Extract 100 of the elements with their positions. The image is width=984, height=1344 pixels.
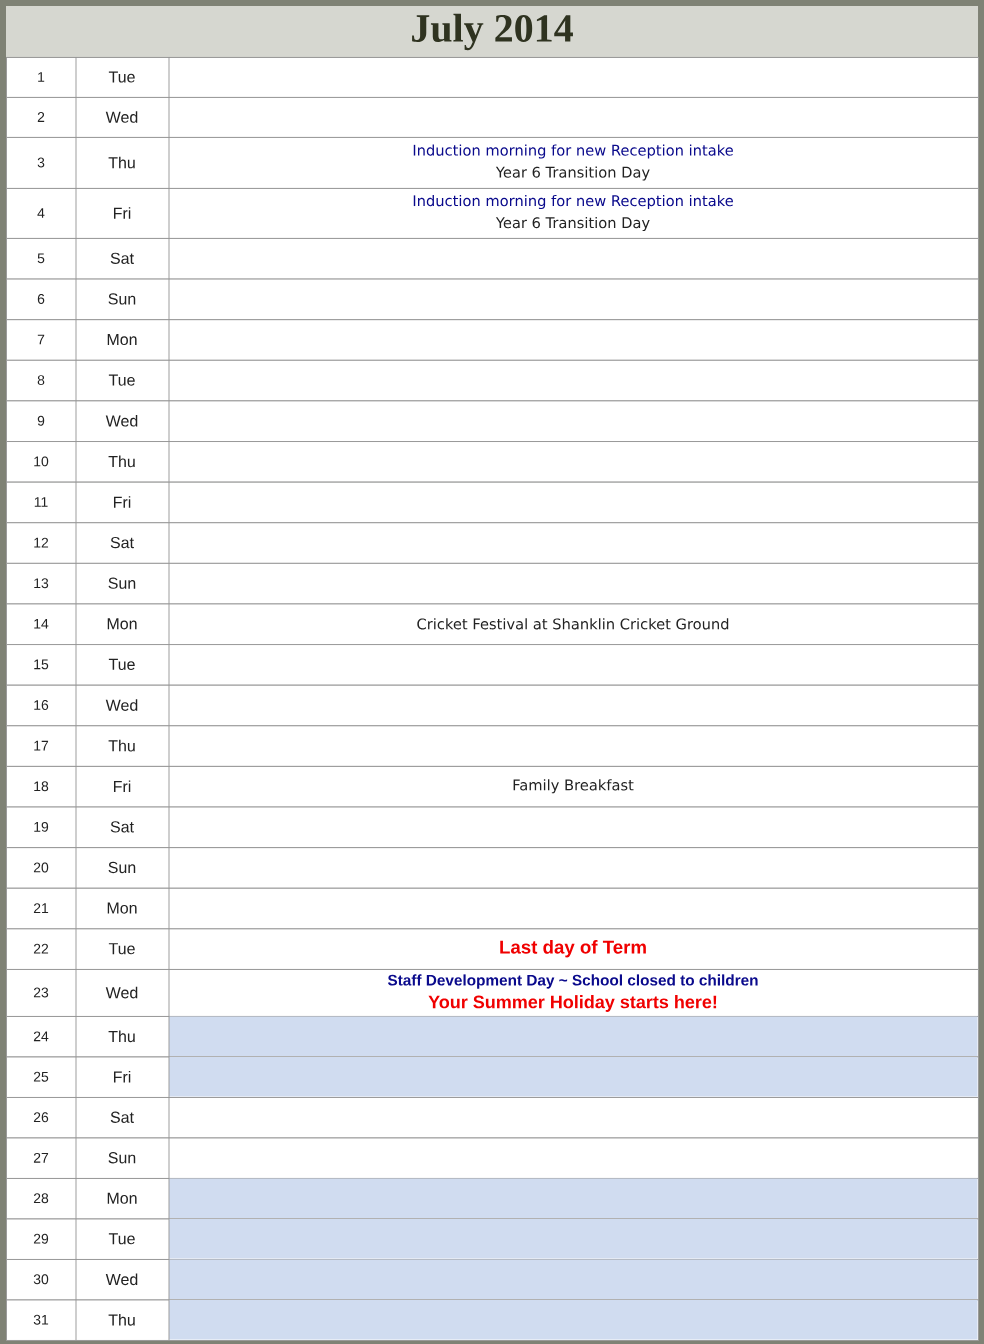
event-text: Year 6 Transition Day bbox=[495, 166, 650, 181]
table-row bbox=[6, 278, 979, 321]
day-number: 20 bbox=[33, 862, 49, 873]
day-number: 12 bbox=[34, 537, 49, 548]
table-row bbox=[6, 96, 979, 138]
day-number: 17 bbox=[34, 740, 49, 751]
day-number: 8 bbox=[37, 375, 45, 386]
weekday: Fri bbox=[114, 496, 131, 508]
table-row bbox=[6, 399, 979, 442]
table-row bbox=[6, 440, 979, 483]
day-number: 11 bbox=[34, 497, 48, 507]
title-band: July 2014 bbox=[6, 6, 978, 57]
day-number: 6 bbox=[37, 293, 45, 304]
weekday: Fri bbox=[114, 207, 131, 219]
weekday: Sun bbox=[108, 577, 136, 589]
table-row bbox=[6, 481, 979, 524]
day-number: 22 bbox=[33, 943, 49, 954]
day-number: 28 bbox=[33, 1193, 49, 1204]
day-number: 9 bbox=[37, 415, 45, 426]
event-text: Year 6 Transition Day bbox=[495, 216, 650, 232]
weekday: Sun bbox=[108, 1152, 136, 1164]
table-row bbox=[6, 1177, 979, 1220]
table-row bbox=[6, 927, 979, 970]
day-number: 16 bbox=[34, 700, 49, 710]
day-number: 30 bbox=[33, 1274, 49, 1285]
weekday: Tue bbox=[108, 71, 135, 83]
weekday: Wed bbox=[105, 699, 138, 711]
table-row bbox=[6, 684, 979, 727]
day-number: 14 bbox=[34, 619, 49, 629]
table-row bbox=[6, 187, 979, 239]
weekday: Tue bbox=[108, 658, 135, 670]
event-text: Your Summer Holiday starts here! bbox=[428, 995, 717, 1012]
weekday: Sun bbox=[108, 861, 136, 874]
table-row bbox=[6, 1137, 979, 1179]
weekday: Tue bbox=[108, 1233, 135, 1245]
weekday: Tue bbox=[108, 943, 135, 955]
table-row bbox=[6, 603, 979, 646]
table-row bbox=[6, 806, 979, 849]
table-row bbox=[6, 1056, 979, 1098]
table-row bbox=[6, 136, 979, 189]
weekday: Wed bbox=[105, 111, 138, 123]
weekday: Fri bbox=[114, 1070, 131, 1083]
weekday: Thu bbox=[108, 156, 135, 169]
weekday: Sat bbox=[110, 821, 134, 833]
day-number: 5 bbox=[37, 253, 45, 264]
table-row bbox=[6, 237, 979, 280]
weekday: Mon bbox=[107, 902, 137, 914]
day-number: 18 bbox=[34, 781, 49, 792]
day-number: 23 bbox=[33, 987, 49, 998]
weekday: Thu bbox=[108, 455, 135, 468]
day-number: 19 bbox=[34, 821, 49, 832]
table-row bbox=[6, 765, 979, 808]
day-number: 10 bbox=[34, 456, 49, 467]
table-row bbox=[6, 521, 979, 564]
weekday: Mon bbox=[107, 1192, 137, 1204]
day-number: 29 bbox=[33, 1233, 49, 1244]
day-number: 27 bbox=[33, 1152, 49, 1163]
day-number: 21 bbox=[33, 903, 49, 913]
event-text: Family Breakfast bbox=[513, 779, 634, 794]
table-row bbox=[6, 359, 979, 402]
weekday: Thu bbox=[108, 1030, 135, 1043]
weekday: Mon bbox=[107, 333, 137, 346]
table-row bbox=[6, 1015, 979, 1058]
table-row bbox=[6, 562, 979, 605]
weekday: Tue bbox=[108, 374, 135, 386]
weekday: Thu bbox=[108, 739, 135, 752]
day-number: 26 bbox=[33, 1112, 49, 1123]
weekday: Sat bbox=[110, 252, 134, 264]
day-number: 1 bbox=[38, 72, 45, 82]
table-row bbox=[6, 846, 979, 889]
day-number: 24 bbox=[33, 1031, 49, 1042]
table-row bbox=[6, 887, 979, 930]
weekday: Sat bbox=[110, 536, 134, 549]
table-row bbox=[6, 56, 979, 98]
weekday: Mon bbox=[107, 618, 137, 630]
event-text: Cricket Festival at Shanklin Cricket Ground bbox=[417, 618, 729, 630]
weekday: Wed bbox=[105, 414, 138, 427]
day-number: 7 bbox=[37, 334, 45, 345]
weekday: Wed bbox=[105, 986, 138, 999]
table-row bbox=[6, 1299, 979, 1341]
weekday: Fri bbox=[114, 780, 131, 793]
weekday: Sat bbox=[110, 1111, 134, 1123]
weekday: Thu bbox=[108, 1313, 135, 1326]
table-row bbox=[6, 1258, 979, 1301]
table-row bbox=[6, 318, 979, 361]
table-row bbox=[6, 1096, 979, 1139]
day-number: 15 bbox=[34, 659, 49, 670]
day-number: 13 bbox=[34, 578, 49, 589]
event-text: Induction morning for new Reception intake bbox=[413, 194, 733, 210]
weekday: Sun bbox=[108, 293, 136, 305]
day-number: 31 bbox=[33, 1314, 49, 1325]
table-row bbox=[6, 968, 979, 1017]
day-number: 2 bbox=[37, 112, 45, 122]
table-row bbox=[6, 643, 979, 686]
event-text: Induction morning for new Reception intake bbox=[413, 144, 733, 159]
event-text: Staff Development Day ~ School closed to children bbox=[387, 974, 758, 989]
table-row bbox=[6, 1218, 979, 1260]
day-number: 4 bbox=[37, 208, 45, 218]
event-text: Last day of Term bbox=[500, 940, 646, 958]
day-number: 3 bbox=[37, 157, 45, 168]
